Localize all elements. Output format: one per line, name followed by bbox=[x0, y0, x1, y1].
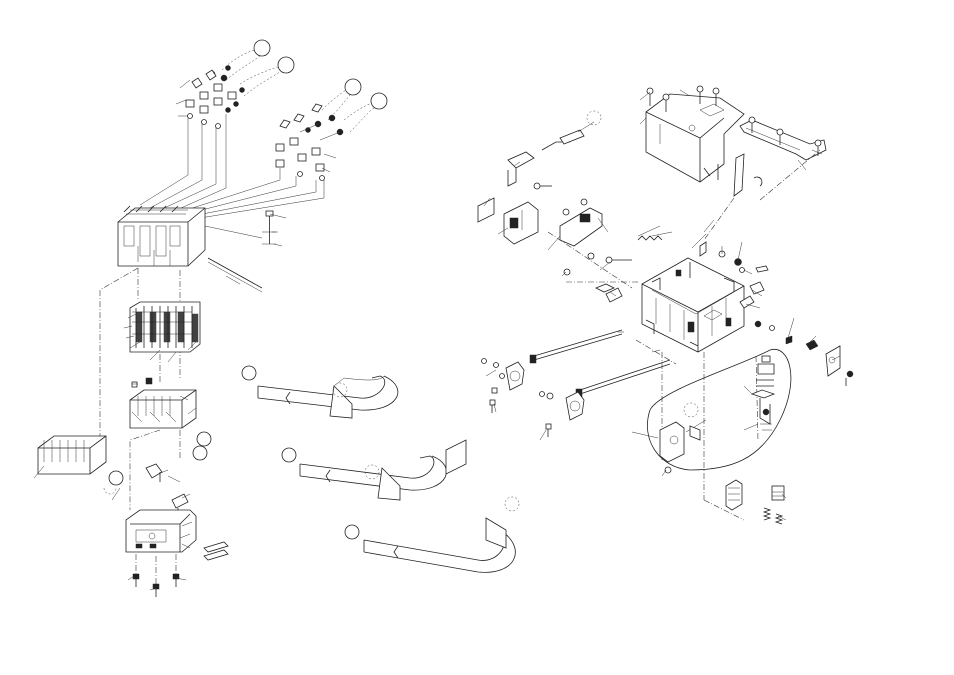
hex-nut bbox=[316, 164, 324, 171]
right-assembly bbox=[478, 86, 853, 524]
shaft bbox=[530, 330, 622, 363]
screw bbox=[494, 363, 499, 368]
callout-leader-line bbox=[798, 160, 806, 170]
screw bbox=[262, 211, 276, 244]
callout-leader-line bbox=[180, 80, 190, 88]
screw bbox=[482, 359, 487, 364]
ref-circle bbox=[505, 497, 519, 511]
screw bbox=[534, 183, 552, 189]
bearing bbox=[506, 362, 524, 390]
callout-leader-line bbox=[744, 270, 752, 274]
callout-leader-line bbox=[640, 92, 650, 100]
callout-leader-line bbox=[168, 352, 176, 362]
ref-circle bbox=[365, 465, 379, 479]
hex-nut bbox=[276, 160, 284, 167]
spring bbox=[776, 514, 782, 524]
hex-nut bbox=[214, 98, 222, 105]
spring bbox=[764, 508, 770, 520]
screw bbox=[173, 574, 179, 587]
ref-circle bbox=[242, 366, 256, 380]
solenoid-stack bbox=[130, 302, 200, 352]
screw bbox=[492, 388, 497, 393]
motor-bracket bbox=[826, 346, 840, 376]
screw bbox=[588, 253, 594, 259]
ribbon-cable-2 bbox=[282, 440, 466, 500]
callout-leader-line bbox=[324, 154, 336, 158]
chassis-frame bbox=[642, 258, 744, 352]
callout-leader-line bbox=[632, 432, 658, 438]
cover-plate bbox=[646, 94, 744, 182]
screw bbox=[500, 374, 505, 379]
bracket bbox=[508, 152, 534, 186]
callout-leader-line bbox=[112, 488, 120, 500]
ref-circle bbox=[109, 471, 123, 485]
callout-leader-line bbox=[744, 424, 758, 430]
clip bbox=[146, 464, 162, 482]
ribbon-cables bbox=[242, 366, 519, 572]
screw bbox=[564, 269, 570, 275]
callout-leader-line bbox=[176, 100, 186, 104]
callout-leader-line bbox=[274, 244, 282, 246]
callout-leader-line bbox=[168, 476, 180, 482]
hex-nut bbox=[200, 106, 208, 113]
screw bbox=[547, 393, 553, 399]
callout-leader-line bbox=[738, 242, 742, 260]
shaft bbox=[576, 360, 670, 397]
ref-circle bbox=[684, 403, 698, 417]
hex-nut bbox=[290, 138, 298, 145]
callout-leader-line bbox=[640, 118, 646, 124]
callout-leader-line bbox=[486, 370, 496, 376]
hex-nut bbox=[312, 148, 320, 155]
callout-leader-line bbox=[788, 318, 794, 338]
hex-nut bbox=[214, 84, 222, 91]
nozzle bbox=[772, 486, 784, 500]
hex-nut bbox=[298, 154, 306, 161]
ref-circle bbox=[587, 111, 601, 125]
ref-circle bbox=[345, 79, 361, 95]
hex-nut bbox=[200, 92, 208, 99]
screw bbox=[546, 424, 551, 437]
hex-nut bbox=[186, 100, 194, 107]
callout-leader-line bbox=[652, 232, 672, 236]
ref-circle bbox=[193, 446, 207, 460]
ref-circle bbox=[197, 432, 211, 446]
screw bbox=[153, 584, 159, 597]
callout-leader-line bbox=[600, 262, 610, 270]
loose-connector bbox=[38, 436, 106, 474]
screw bbox=[647, 88, 653, 106]
screw bbox=[490, 400, 495, 413]
hex-nut bbox=[228, 92, 236, 99]
callout-leader-line bbox=[226, 276, 240, 284]
spring bbox=[638, 226, 662, 240]
callout-leader-line bbox=[744, 386, 752, 394]
callout-leader-line bbox=[540, 430, 546, 440]
ref-circle bbox=[282, 448, 296, 462]
ref-circle bbox=[345, 525, 359, 539]
callout-leader-line bbox=[548, 236, 560, 250]
callout-leader-line bbox=[320, 132, 340, 140]
screw bbox=[540, 392, 545, 397]
pcb-bracket bbox=[504, 202, 538, 244]
ref-circle bbox=[371, 93, 387, 109]
gear-pump bbox=[726, 480, 742, 510]
screw bbox=[563, 209, 569, 215]
ref-circle bbox=[278, 57, 294, 73]
bearing bbox=[566, 392, 584, 420]
ribbon-cable-3 bbox=[345, 497, 519, 572]
ribbon-cable-1 bbox=[242, 366, 398, 418]
ref-circle bbox=[254, 40, 270, 56]
connector-housing bbox=[130, 390, 196, 428]
hex-nut bbox=[276, 144, 284, 151]
screw bbox=[581, 199, 587, 205]
left-assembly bbox=[38, 40, 387, 597]
piston-assembly bbox=[752, 356, 774, 430]
callout-leader-line bbox=[704, 220, 714, 232]
bracket-bar bbox=[740, 120, 826, 160]
valve-block bbox=[118, 206, 205, 266]
callout-leader-line bbox=[662, 470, 666, 476]
